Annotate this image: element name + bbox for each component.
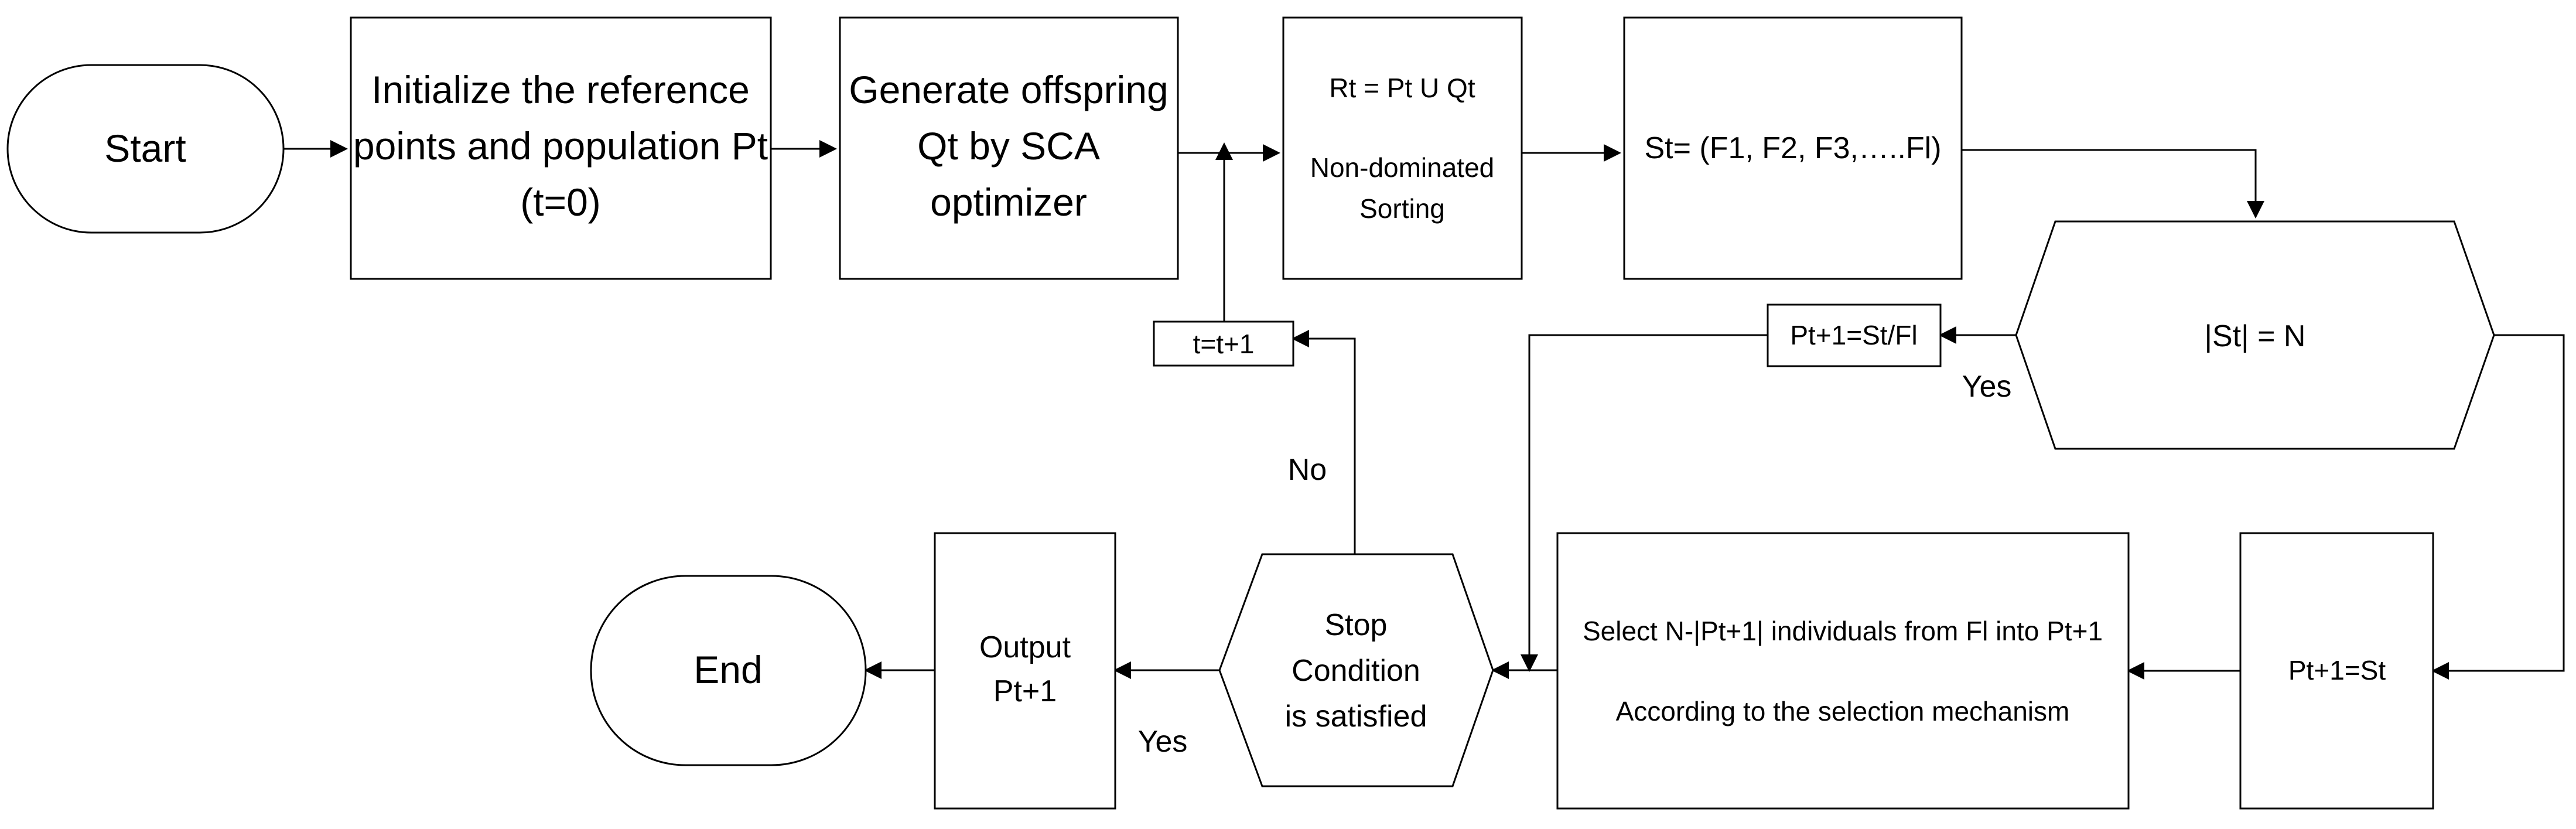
stop-line-2: Condition (1292, 654, 1420, 688)
output-line-2: Pt+1 (993, 674, 1057, 708)
start-label: Start (104, 127, 186, 170)
edge-st-front-to-decision (1962, 149, 2264, 219)
output-line-1: Output (979, 630, 1071, 664)
start-terminal: Start (6, 64, 285, 234)
end-label: End (693, 648, 762, 691)
st-front-process: St= (F1, F2, F3,…..Fl) (1623, 16, 1963, 280)
increment-label: t=t+1 (1193, 329, 1255, 359)
edges (283, 140, 2565, 680)
stop-line-3: is satisfied (1285, 700, 1427, 734)
stop-line-1: Stop (1325, 608, 1388, 642)
edge-assign-fl-to-stop (1521, 334, 1768, 672)
assign-st-minus-fl-label: Pt+1=St/Fl (1790, 320, 1917, 350)
generate-line-1: Generate offspring (849, 68, 1168, 111)
selection-process: Select N-|Pt+1| individuals from Fl into… (1556, 532, 2130, 810)
stop-condition-decision: Stop Condition is satisfied (1218, 553, 1494, 787)
size-decision: |St| = N (2015, 220, 2495, 450)
size-decision-label: |St| = N (2205, 319, 2306, 353)
union-line-3: Sorting (1359, 193, 1445, 224)
selection-line-1: Select N-|Pt+1| individuals from Fl into… (1583, 616, 2103, 646)
st-front-label: St= (F1, F2, F3,…..Fl) (1644, 131, 1941, 165)
initialize-line-1: Initialize the reference (371, 68, 750, 111)
edge-decision-to-assign-st (2431, 334, 2565, 680)
union-sorting-process: Rt = Pt U Qt Non-dominated Sorting (1282, 16, 1523, 280)
increment-box: t=t+1 (1153, 320, 1294, 367)
generate-line-2: Qt by SCA (917, 124, 1100, 168)
edge-stop-no-to-increment (1292, 330, 1356, 554)
edge-label-size-yes: Yes (1962, 370, 2012, 404)
initialize-line-3: (t=0) (520, 180, 601, 224)
edge-label-stop-yes: Yes (1138, 725, 1188, 759)
generate-offspring-process: Generate offspring Qt by SCA optimizer (839, 16, 1179, 280)
assign-st-process: Pt+1=St (2239, 532, 2434, 810)
initialize-process: Initialize the reference points and popu… (350, 16, 772, 280)
assign-st-label: Pt+1=St (2288, 655, 2386, 685)
union-line-2: Non-dominated (1310, 152, 1495, 183)
output-process: Output Pt+1 (934, 532, 1116, 810)
assign-st-minus-fl-box: Pt+1=St/Fl (1767, 303, 1942, 367)
initialize-line-2: points and population Pt (353, 124, 768, 168)
edge-label-stop-no: No (1288, 453, 1327, 487)
selection-line-2: According to the selection mechanism (1616, 696, 2070, 726)
end-terminal: End (590, 575, 867, 766)
union-line-1: Rt = Pt U Qt (1329, 73, 1475, 103)
generate-line-3: optimizer (930, 180, 1087, 224)
